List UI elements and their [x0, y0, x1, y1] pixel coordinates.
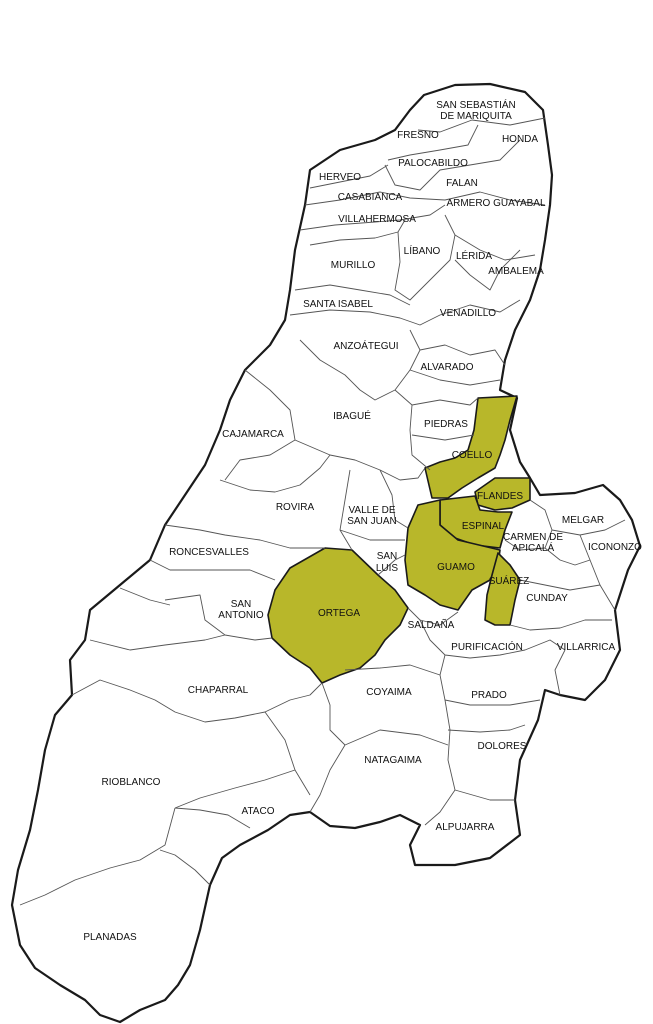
municipal-borders — [19, 117, 626, 906]
label-ataco: ATACO — [242, 806, 275, 817]
label-honda: HONDA — [502, 134, 538, 145]
region-coello — [424, 395, 518, 499]
label-purificacion: PURIFICACIÓN — [451, 640, 523, 653]
label-flandes: FLANDES — [477, 491, 523, 502]
label-planadas: PLANADAS — [83, 932, 137, 943]
label-roncesvalles: RONCESVALLES — [169, 547, 249, 558]
label-coello: COELLO — [452, 450, 493, 461]
label-cajamarca: CAJAMARCA — [222, 429, 284, 440]
region-flandes — [474, 477, 531, 511]
label-lerida: LÉRIDA — [456, 249, 492, 262]
label-guamo: GUAMO — [437, 562, 475, 573]
label-venadillo: VENADILLO — [440, 308, 496, 319]
label-ortega: ORTEGA — [318, 608, 360, 619]
label-herveo: HERVEO — [319, 172, 361, 183]
label-melgar: MELGAR — [562, 515, 604, 526]
label-villahermosa: VILLAHERMOSA — [338, 214, 416, 225]
label-natagaima: NATAGAIMA — [364, 755, 422, 766]
label-suarez: SUÁREZ — [489, 574, 530, 587]
label-rioblanco: RIOBLANCO — [102, 777, 161, 788]
label-palocabildo: PALOCABILDO — [398, 158, 468, 169]
region-suarez — [484, 552, 521, 626]
label-fresno: FRESNO — [397, 130, 439, 141]
label-saldana: SALDAÑA — [408, 618, 455, 631]
label-prado: PRADO — [471, 690, 507, 701]
label-chaparral: CHAPARRAL — [188, 685, 249, 696]
label-alvarado: ALVARADO — [421, 362, 474, 373]
label-dolores: DOLORES — [478, 741, 527, 752]
label-falan: FALAN — [446, 178, 478, 189]
label-rovira: ROVIRA — [276, 502, 315, 513]
label-coyaima: COYAIMA — [366, 687, 412, 698]
label-santa-isabel: SANTA ISABEL — [303, 299, 373, 310]
region-ortega — [267, 547, 409, 684]
label-cunday: CUNDAY — [526, 593, 568, 604]
label-icononzo: ICONONZO — [588, 542, 642, 553]
label-piedras: PIEDRAS — [424, 419, 468, 430]
label-libano: LÍBANO — [404, 244, 441, 257]
label-murillo: MURILLO — [331, 260, 376, 271]
label-ibague: IBAGUÉ — [333, 409, 371, 422]
label-casabianca: CASABIANCA — [338, 192, 403, 203]
label-espinal: ESPINAL — [462, 521, 505, 532]
label-ambalema: AMBALEMA — [488, 266, 544, 277]
label-anzoategui: ANZOÁTEGUI — [333, 339, 398, 352]
label-alpujarra: ALPUJARRA — [436, 822, 495, 833]
label-armero: ARMERO GUAYABAL — [446, 198, 546, 209]
label-villarrica: VILLARRICA — [557, 642, 616, 653]
region-guamo — [404, 499, 501, 611]
